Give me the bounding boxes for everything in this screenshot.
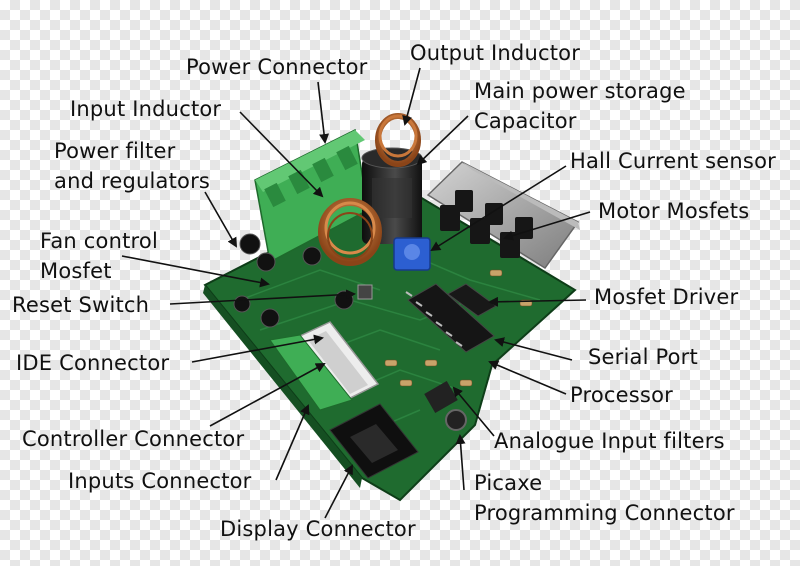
label-main-power-storage-2: Capacitor (474, 109, 577, 133)
label-power-filter-2: and regulators (54, 169, 211, 193)
label-processor: Processor (570, 383, 673, 407)
label-inputs-connector: Inputs Connector (68, 469, 252, 493)
label-output-inductor: Output Inductor (410, 41, 581, 65)
arrow-power-connector (317, 81, 330, 144)
label-mosfet-driver: Mosfet Driver (594, 285, 739, 309)
label-picaxe-1: Picaxe (474, 471, 543, 495)
arrow-picaxe (455, 434, 466, 491)
label-reset-switch: Reset Switch (12, 293, 150, 317)
processor-chip (405, 283, 495, 353)
output-inductor (375, 113, 421, 167)
arrow-main-capacitor (416, 115, 469, 166)
arrow-fan-control (121, 255, 270, 288)
arrow-motor-mosfets (503, 211, 591, 241)
input-inductor (318, 198, 382, 266)
label-controller-connector: Controller Connector (22, 427, 245, 451)
arrow-mosfet-driver (488, 296, 587, 307)
small-capacitors (233, 233, 354, 328)
label-serial-port: Serial Port (588, 345, 698, 369)
arrow-inputs-connector (275, 404, 310, 481)
arrow-controller-connector (209, 363, 326, 427)
main-capacitor (361, 147, 423, 244)
arrow-input-inductor (239, 111, 324, 198)
controller-terminal (269, 334, 353, 411)
label-ide-connector: IDE Connector (16, 351, 170, 375)
power-terminal-block (254, 128, 369, 264)
label-analogue-input-filters: Analogue Input filters (494, 429, 725, 453)
label-input-inductor: Input Inductor (70, 97, 222, 121)
label-main-power-storage-1: Main power storage (474, 79, 686, 103)
arrow-ide-connector (191, 334, 324, 363)
label-display-connector: Display Connector (220, 517, 416, 541)
arrow-reset-switch (169, 289, 356, 305)
label-power-filter-1: Power filter (54, 139, 176, 163)
arrow-processor (488, 360, 567, 395)
display-connector-shape (329, 403, 419, 479)
label-motor-mosfets: Motor Mosfets (598, 199, 750, 223)
label-hall-current-sensor: Hall Current sensor (570, 149, 776, 173)
arrow-analogue-filters (452, 386, 495, 437)
arrow-display-connector (324, 464, 353, 519)
picaxe-jack (445, 409, 467, 431)
arrow-power-filter (204, 191, 237, 248)
label-fan-control-1: Fan control (40, 229, 158, 253)
label-picaxe-2: Programming Connector (474, 501, 735, 525)
arrow-serial-port (494, 337, 573, 361)
arrow-output-inductor (402, 67, 421, 126)
pcb-board (203, 183, 577, 502)
label-power-connector: Power Connector (186, 55, 368, 79)
reset-switch-shape (357, 284, 373, 300)
arrow-hall-sensor (430, 165, 567, 252)
label-fan-control-2: Mosfet (40, 259, 112, 283)
